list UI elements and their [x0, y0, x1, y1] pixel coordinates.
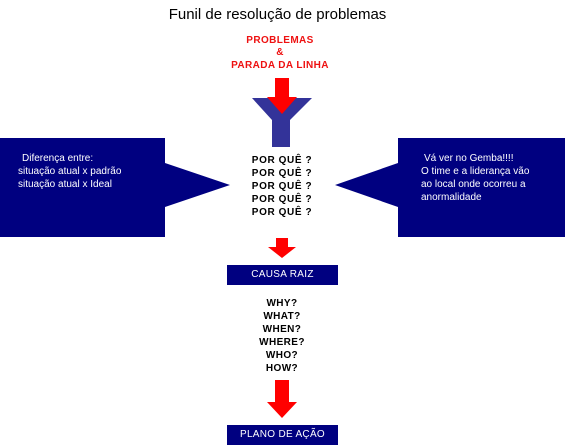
problem-label-line1: PROBLEMAS: [246, 35, 314, 46]
right-arrow-line: anormalidade: [421, 192, 482, 203]
question-item: WHEN?: [262, 324, 302, 335]
why-item: POR QUÊ ?: [251, 194, 313, 205]
right-arrow-line: Vá ver no Gemba!!!!: [424, 153, 514, 164]
why-item: POR QUÊ ?: [251, 155, 313, 166]
left-arrow-text: Diferença entre: situação atual x padrão…: [18, 152, 168, 191]
red-arrow-middle: [268, 238, 296, 258]
question-item: WHERE?: [259, 337, 305, 348]
funnel-shape: [252, 98, 312, 147]
question-item: WHY?: [266, 298, 298, 309]
question-item: WHAT?: [263, 311, 301, 322]
action-plan-box: PLANO DE AÇÃO: [227, 425, 338, 445]
problem-label-line2: &: [276, 47, 284, 58]
red-arrow-bottom: [267, 380, 297, 418]
why-item: POR QUÊ ?: [251, 181, 313, 192]
left-arrow-line: situação atual x Ideal: [18, 179, 112, 190]
why-item: POR QUÊ ?: [251, 207, 313, 218]
why-item: POR QUÊ ?: [251, 168, 313, 179]
left-arrow-line: Diferença entre:: [22, 153, 94, 164]
diagram-title: Funil de resolução de problemas: [168, 6, 387, 23]
root-cause-box: CAUSA RAIZ: [227, 265, 338, 285]
left-arrow-line: situação atual x padrão: [18, 166, 122, 177]
right-arrow-shape: [335, 138, 565, 237]
question-item: WHO?: [265, 350, 299, 361]
left-arrow-shape: [0, 138, 230, 237]
problem-label-line3: PARADA DA LINHA: [231, 60, 329, 71]
right-arrow-text: Vá ver no Gemba!!!! O time e a liderança…: [421, 152, 561, 204]
right-arrow-line: O time e a liderança vão: [421, 166, 530, 177]
right-arrow-line: ao local onde ocorreu a: [421, 179, 526, 190]
question-item: HOW?: [265, 363, 299, 374]
red-arrow-top: [267, 78, 297, 114]
